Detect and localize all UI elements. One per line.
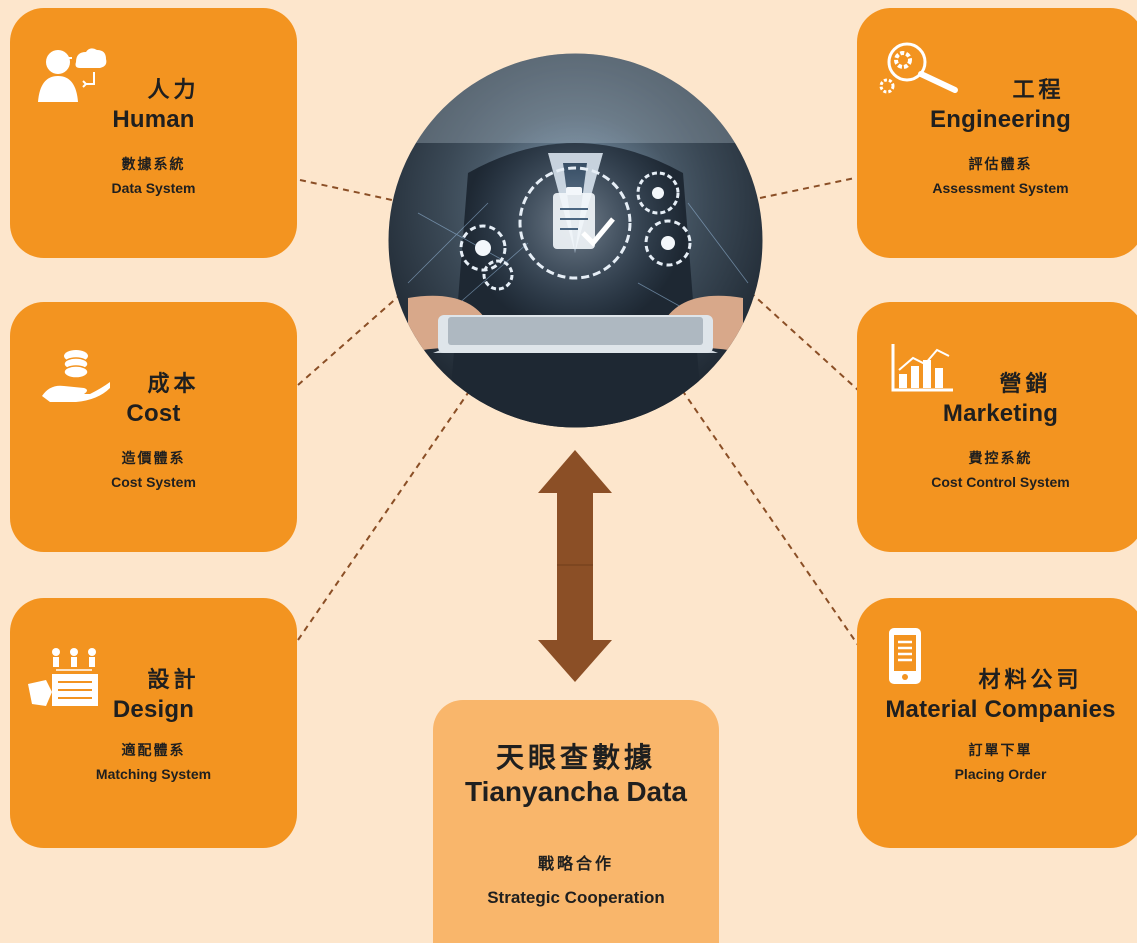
card-title-en: Marketing [942, 400, 1059, 427]
card-sub-cn: 評估體系 [968, 156, 1033, 172]
card-sub-cn: 適配體系 [121, 742, 186, 758]
card-title-en: Material Companies [885, 696, 1116, 723]
card-sub-cn: 數據系統 [121, 156, 186, 172]
card-cost: 成本 Cost 造價體系 Cost System [10, 302, 297, 552]
connector-marketing [749, 291, 859, 391]
center-sub-en: Strategic Cooperation [487, 888, 665, 907]
people-board-icon [28, 648, 98, 706]
card-sub-en: Cost Control System [931, 474, 1070, 490]
card-human: 人力 Human 數據系統 Data System [10, 8, 297, 258]
card-design: 設計 Design 適配體系 Matching System [10, 598, 297, 848]
card-title-cn: 營銷 [999, 371, 1052, 396]
card-title-en: Human [112, 106, 195, 133]
smartphone-icon [889, 628, 921, 684]
card-title-cn: 成本 [147, 371, 200, 396]
card-title-en: Design [112, 696, 195, 723]
card-title-cn: 人力 [147, 77, 200, 102]
bar-chart-icon [891, 344, 953, 392]
connector-cost [297, 294, 401, 386]
card-marketing: 營銷 Marketing 費控系統 Cost Control System [857, 302, 1137, 552]
tablet-hologram-photo [388, 53, 763, 433]
card-title-cn: 工程 [1012, 77, 1065, 102]
card-title-en: Engineering [930, 106, 1071, 133]
card-sub-en: Data System [111, 180, 196, 196]
tablet-hologram-icon [388, 53, 763, 428]
center-title-cn: 天眼查數據 [495, 742, 656, 773]
connector-human [299, 179, 393, 201]
card-sub-cn: 訂單下單 [968, 742, 1033, 758]
card-sub-cn: 造價體系 [121, 450, 186, 466]
double-arrow [538, 450, 612, 682]
center-box: 天眼查數據 Tianyancha Data 戰略合作 Strategic Coo… [433, 700, 719, 943]
center-title-en: Tianyancha Data [464, 776, 688, 807]
connector-material [681, 389, 859, 646]
card-engineering: 工程 Engineering 評估體系 Assessment System [857, 8, 1137, 258]
card-sub-en: Placing Order [954, 766, 1047, 782]
gear-magnifier-icon [879, 42, 958, 94]
card-sub-en: Assessment System [932, 180, 1069, 196]
card-sub-cn: 費控系統 [968, 450, 1033, 466]
card-sub-en: Matching System [95, 766, 212, 782]
connector-engineering [759, 177, 856, 199]
card-title-en: Cost [126, 400, 181, 427]
hand-coins-icon [42, 350, 110, 402]
card-title-cn: 材料公司 [978, 667, 1083, 692]
center-sub-cn: 戰略合作 [537, 856, 614, 873]
card-sub-en: Cost System [111, 474, 196, 490]
card-material: 材料公司 Material Companies 訂單下單 Placing Ord… [857, 598, 1137, 848]
person-cloud-icon [38, 48, 107, 102]
card-title-cn: 設計 [147, 667, 200, 692]
